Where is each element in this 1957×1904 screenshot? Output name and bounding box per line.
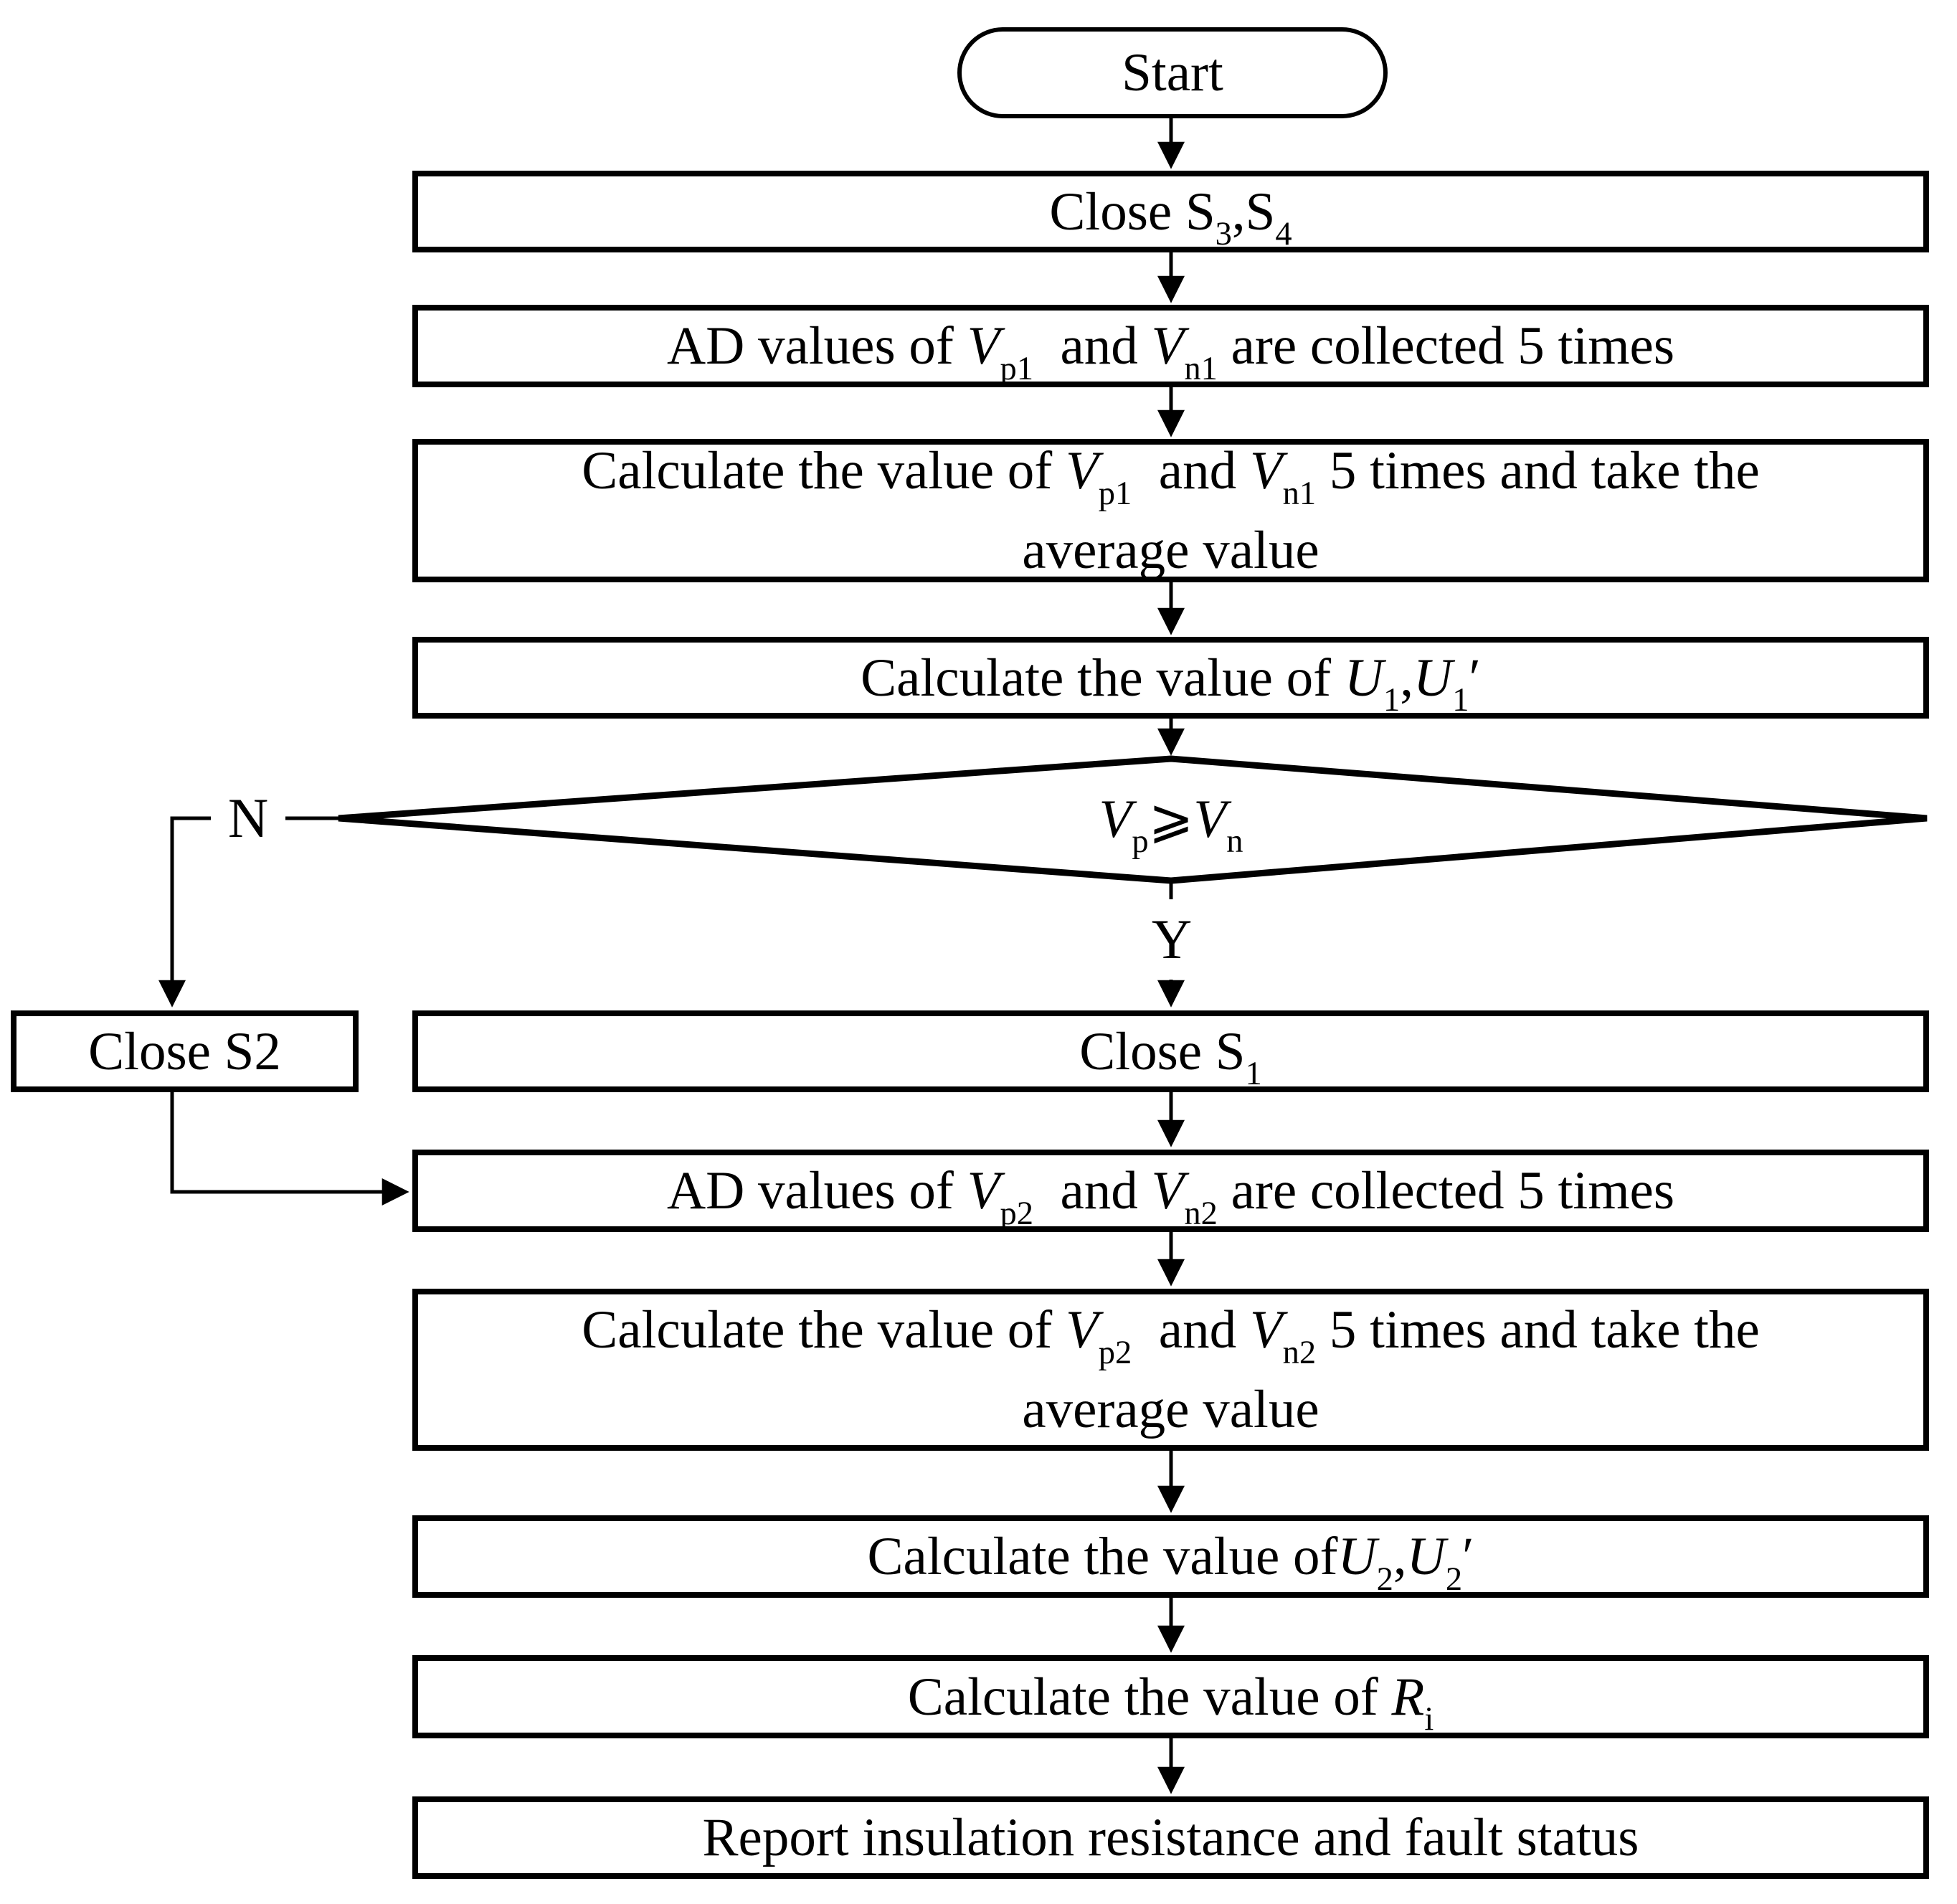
process-calc-average-2-label: Calculate the value of Vp2 and Vn2 5 tim… <box>582 1300 1760 1439</box>
process-calc-u2: Calculate the value ofU2,U2′ <box>412 1515 1929 1598</box>
process-ad-values-2: AD values of Vp2 and Vn2 are collected 5… <box>412 1150 1929 1232</box>
connector-close-s2-to-ad2 <box>170 1092 409 1206</box>
process-calc-average-2: Calculate the value of Vp2 and Vn2 5 tim… <box>412 1289 1929 1451</box>
branch-label-yes-text: Y <box>1151 908 1193 970</box>
process-ad-values-1-label: AD values of Vp1 and Vn1 are collected 5… <box>666 316 1675 387</box>
process-close-s1: Close S1 <box>412 1010 1929 1092</box>
process-close-s3-s4: Close S3,S4 <box>412 171 1929 252</box>
start-label: Start <box>1122 43 1223 103</box>
process-calc-ri-label: Calculate the value of Ri <box>907 1667 1434 1738</box>
process-calc-u2-label: Calculate the value ofU2,U2′ <box>867 1527 1474 1598</box>
process-close-s2: Close S2 <box>11 1010 359 1092</box>
process-calc-u1-label: Calculate the value of U1,U1′ <box>861 648 1481 719</box>
process-calc-ri: Calculate the value of Ri <box>412 1655 1929 1738</box>
process-report-label: Report insulation resistance and fault s… <box>702 1808 1639 1867</box>
process-ad-values-2-label: AD values of Vp2 and Vn2 are collected 5… <box>666 1161 1675 1232</box>
process-close-s1-label: Close S1 <box>1079 1021 1262 1093</box>
process-ad-values-1: AD values of Vp1 and Vn1 are collected 5… <box>412 305 1929 387</box>
process-report: Report insulation resistance and fault s… <box>412 1796 1929 1879</box>
process-close-s3-s4-label: Close S3,S4 <box>1049 181 1292 253</box>
process-close-s2-label: Close S2 <box>88 1021 281 1081</box>
process-calc-u1: Calculate the value of U1,U1′ <box>412 637 1929 719</box>
start-terminator: Start <box>957 27 1388 118</box>
decision-diamond <box>338 755 1928 884</box>
branch-label-no-text: N <box>227 787 269 849</box>
process-calc-average-1: Calculate the value of Vp1 and Vn1 5 tim… <box>412 439 1929 582</box>
branch-label-no: N <box>211 778 285 858</box>
decision-condition-label: Vp⩾Vn <box>1099 786 1243 861</box>
decision-condition: Vp⩾Vn <box>884 775 1458 862</box>
process-calc-average-1-label: Calculate the value of Vp1 and Vn1 5 tim… <box>582 441 1760 580</box>
branch-label-yes: Y <box>1136 899 1208 980</box>
